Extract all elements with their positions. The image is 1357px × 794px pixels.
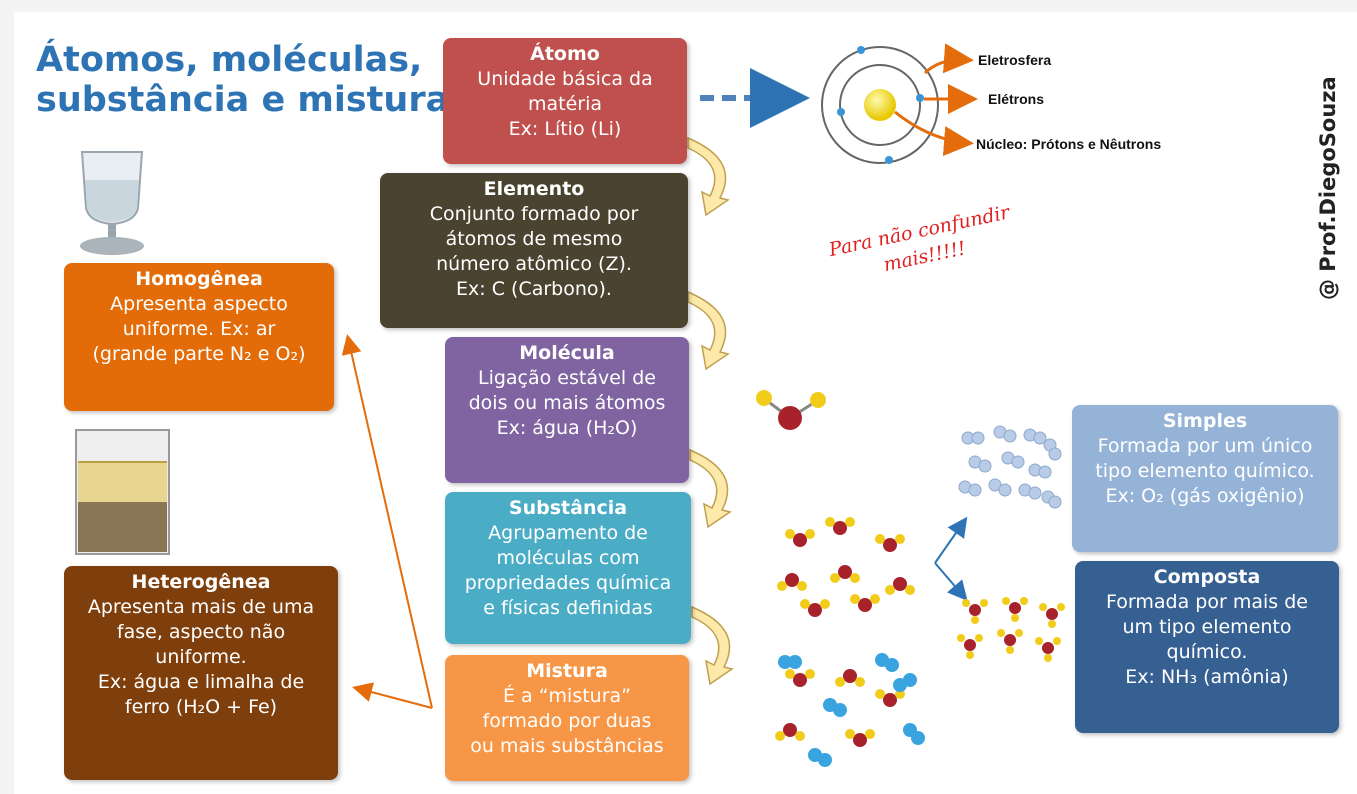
- arrow-to-simples: [934, 516, 968, 564]
- box-substancia-line-1: Agrupamento de: [488, 522, 648, 544]
- box-elemento-title: Elemento: [483, 178, 585, 200]
- title-line-2: substância e mistura: [36, 80, 450, 120]
- box-homogenea-title: Homogênea: [135, 268, 263, 290]
- box-heterogenea-line-3: uniforme.: [155, 646, 247, 668]
- box-homogenea: Homogênea Apresenta aspecto uniforme. Ex…: [64, 263, 334, 411]
- box-molecula-line-3: Ex: água (H₂O): [496, 417, 638, 439]
- box-elemento-line-1: Conjunto formado por: [429, 203, 639, 225]
- box-simples-line-3: Ex: O₂ (gás oxigênio): [1105, 485, 1305, 507]
- box-atomo-line-3: Ex: Lítio (Li): [508, 118, 622, 140]
- box-composta: Composta Formada por mais de um tipo ele…: [1075, 561, 1339, 733]
- substance-molecules-image: [777, 517, 915, 617]
- box-molecula-title: Molécula: [519, 342, 615, 364]
- label-eletrosfera: Eletrosfera: [978, 52, 1052, 68]
- box-homogenea-line-3: (grande parte N₂ e O₂): [92, 343, 306, 365]
- atom-diagram: [821, 43, 978, 164]
- box-atomo: Átomo Unidade básica da matéria Ex: Líti…: [443, 38, 687, 164]
- box-substancia-line-2: moléculas com: [496, 547, 640, 569]
- box-composta-line-1: Formada por mais de: [1106, 591, 1308, 613]
- box-composta-line-4: Ex: NH₃ (amônia): [1125, 666, 1289, 688]
- box-atomo-title: Átomo: [530, 43, 600, 65]
- box-substancia: Substância Agrupamento de moléculas com …: [445, 492, 691, 644]
- box-molecula-line-2: dois ou mais átomos: [468, 392, 666, 414]
- box-composta-title: Composta: [1153, 566, 1261, 588]
- box-homogenea-line-2: uniforme. Ex: ar: [122, 318, 276, 340]
- box-composta-line-2: um tipo elemento: [1122, 616, 1292, 638]
- box-mistura: Mistura É a “mistura” formado por duas o…: [445, 655, 689, 781]
- arrow-to-heterogenea: [352, 682, 433, 709]
- box-substancia-line-3: propriedades química: [464, 572, 672, 594]
- box-heterogenea: Heterogênea Apresenta mais de uma fase, …: [64, 566, 338, 780]
- page-title: Átomos, moléculas, substância e mistura: [36, 40, 449, 120]
- box-mistura-title: Mistura: [526, 660, 608, 682]
- beaker-image: [75, 429, 170, 555]
- water-glass-image: [80, 151, 144, 255]
- mixture-molecules-image: [775, 653, 925, 767]
- box-atomo-line-1: Unidade básica da: [477, 68, 653, 90]
- box-heterogenea-line-4: Ex: água e limalha de: [97, 671, 305, 693]
- box-molecula-line-1: Ligação estável de: [477, 367, 656, 389]
- box-elemento-line-2: átomos de mesmo: [445, 228, 623, 250]
- box-elemento-line-3: número atômico (Z).: [436, 253, 632, 275]
- label-eletrons: Elétrons: [988, 91, 1045, 107]
- label-nucleo: Núcleo: Prótons e Nêutrons: [976, 136, 1162, 152]
- box-simples-title: Simples: [1162, 410, 1248, 432]
- box-elemento-line-4: Ex: C (Carbono).: [456, 278, 612, 300]
- water-molecule-image: [756, 390, 826, 430]
- box-heterogenea-line-1: Apresenta mais de uma: [87, 596, 315, 618]
- box-homogenea-line-1: Apresenta aspecto: [110, 293, 288, 315]
- o2-molecules-image: [958, 425, 1062, 509]
- box-molecula: Molécula Ligação estável de dois ou mais…: [445, 337, 689, 483]
- nh3-molecules-image: [957, 597, 1065, 662]
- box-heterogenea-title: Heterogênea: [131, 571, 271, 593]
- box-atomo-line-2: matéria: [527, 93, 603, 115]
- box-mistura-line-3: ou mais substâncias: [470, 735, 664, 757]
- box-heterogenea-line-5: ferro (H₂O + Fe): [124, 696, 278, 718]
- box-substancia-line-4: e físicas definidas: [483, 597, 653, 619]
- title-line-1: Átomos, moléculas,: [36, 40, 423, 80]
- box-mistura-line-1: É a “mistura”: [502, 685, 632, 707]
- box-simples-line-1: Formada por um único: [1097, 435, 1313, 457]
- box-simples-line-2: tipo elemento químico.: [1095, 460, 1315, 482]
- box-heterogenea-line-2: fase, aspecto não: [116, 621, 286, 643]
- box-substancia-title: Substância: [508, 497, 628, 519]
- arrow-to-composta: [934, 562, 968, 602]
- author-label: @ Prof.DiegoSouza: [1316, 76, 1340, 300]
- flow-connectors: [687, 136, 734, 686]
- box-mistura-line-2: formado por duas: [482, 710, 652, 732]
- arrow-to-homogenea: [341, 334, 433, 709]
- box-composta-line-3: químico.: [1166, 641, 1248, 663]
- box-elemento: Elemento Conjunto formado por átomos de …: [380, 173, 688, 328]
- box-simples: Simples Formada por um único tipo elemen…: [1072, 405, 1338, 552]
